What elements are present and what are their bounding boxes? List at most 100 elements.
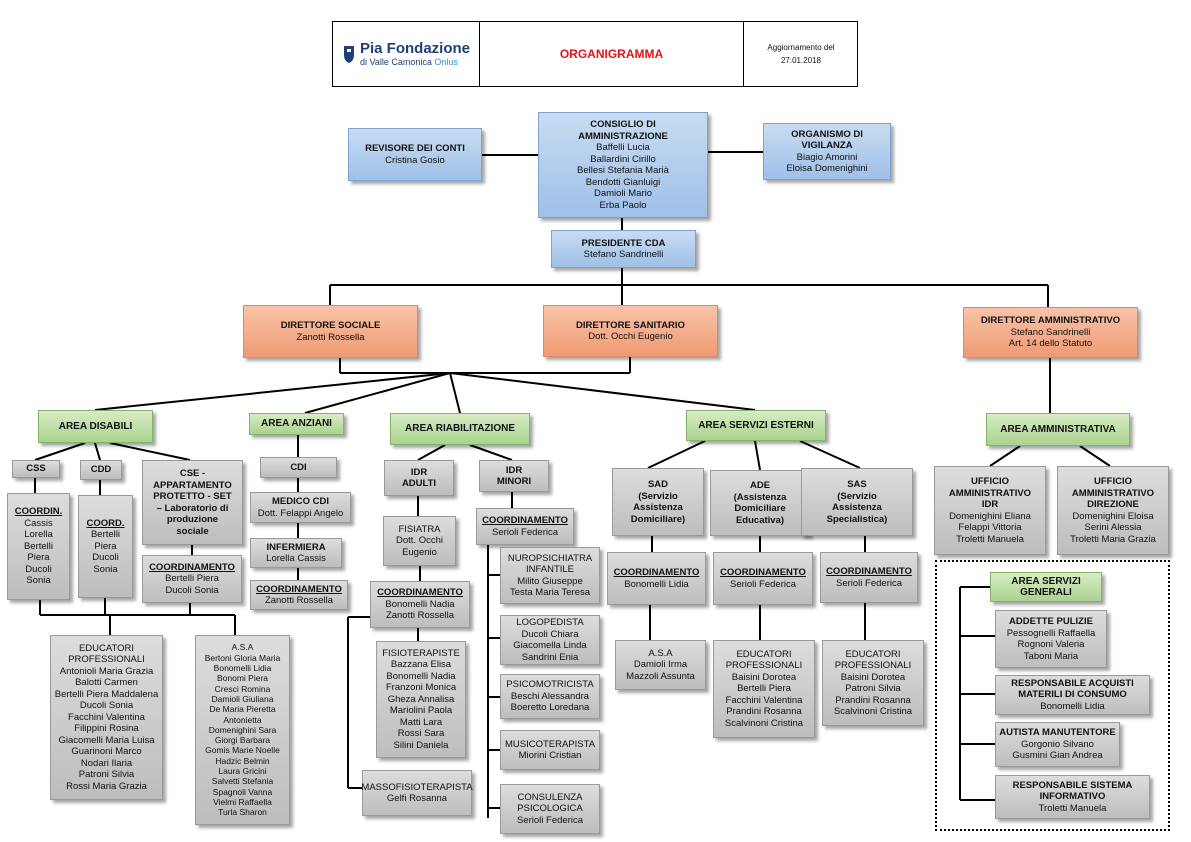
node-text: Serioli Federica [492,526,558,538]
node-text: Ballardini Cirillo [590,153,656,165]
node-text: CSE - [179,468,206,479]
node-text: AUTISTA MANUTENTORE [999,727,1116,739]
node-text: Ducoli Sonia [79,700,134,712]
node-text: CONSIGLIO DI [590,119,656,130]
update-date: 27.01.2018 [780,56,822,65]
cdi-node: CDI [260,457,337,478]
servizi-generali-container [935,560,1170,831]
node-text: Beschi Alessandra [510,690,590,702]
node-text: ORGANISMO DI [791,128,863,140]
node-text: EDUCATORI [78,642,135,654]
node-text: Gorgonio Silvano [1021,738,1094,750]
node-text: COORDINAMENTO [377,587,463,599]
node-text: MASSOFISIOTERAPISTA [361,781,473,793]
node-text: UFFICIO [971,476,1009,487]
cse-node: CSE - APPARTAMENTO PROTETTO - SET – Labo… [142,460,243,545]
node-text: Zanotti Rossella [296,331,365,343]
node-text: Ducoli Chiara [521,628,579,640]
header-box: Pia Fondazione di Valle Camonica Onlus O… [332,21,858,87]
node-text: Troletti Maria Grazia [1070,533,1156,545]
node-text: Educativa) [735,514,785,526]
node-text: Cresci Romina [214,683,271,694]
node-text: RESPONSABILE ACQUISTI [1011,677,1134,689]
node-text: EDUCATORI [736,648,792,660]
node-text: COORDIN. [14,506,63,518]
node-text: Bendotti Gianluigi [585,176,661,188]
crest-icon [343,46,354,63]
node-text: Bertelli [23,540,54,552]
node-text: Mazzoli Assunta [626,670,695,682]
node-text: A.S.A [648,647,673,659]
node-text: Serini Alessia [1084,522,1142,533]
idr-minori-node: IDR MINORI [479,460,549,492]
node-text: LOGOPEDISTA [516,617,584,628]
ade-educatori-node: EDUCATORI PROFESSIONALI Baisini Dorotea … [713,640,815,738]
node-text: COORDINAMENTO [826,566,912,577]
node-text: Bertelli [90,529,121,541]
node-text: Domiciliare [734,503,786,514]
sas-educatori-node: EDUCATORI PROFESSIONALI Baisini Dorotea … [822,640,924,726]
node-text: Ducoli [25,563,52,575]
node-text: Bonomelli Lidia [1040,700,1105,712]
node-text: PRESIDENTE CDA [581,237,666,249]
node-text: sociale [176,525,209,537]
ade-node: ADE (Assistenza Domiciliare Educativa) [710,470,810,536]
node-text: Scalvinoni Cristina [724,717,804,729]
node-text: AMMINISTRAZIONE [578,130,668,142]
node-text: Bonomelli Lidia [213,663,272,674]
massofisioterapista-node: MASSOFISIOTERAPISTA Gelfi Rosanna [361,770,473,816]
node-text: Domenighini Eliana [949,510,1031,522]
node-text: Assistenza [633,502,683,513]
node-text: Filippini Rosina [74,723,139,735]
node-text: Eugenio [402,546,437,558]
minori-coord-node: COORDINAMENTO Serioli Federica [476,508,574,545]
node-text: PROFESSIONALI [834,660,912,671]
node-text: RESPONSABILE SISTEMA [1012,779,1133,791]
node-text: Laura Gricini [218,766,267,777]
area-amministrativa-node: AREA AMMINISTRATIVA [986,413,1130,446]
node-text: Serioli Federica [730,578,796,590]
presidente-node: PRESIDENTE CDA Stefano Sandrinelli [551,230,696,268]
node-text: Patroni Silvia [845,683,901,694]
node-text: Troletti Manuela [1038,802,1107,814]
node-text: Damioli Giuliana [211,693,274,704]
educatori-disabili-node: EDUCATORI PROFESSIONALI Antonioli Maria … [50,635,163,800]
node-text: Matti Lara [399,716,443,728]
node-text: produzione [166,514,219,525]
title-cell: ORGANIGRAMMA [480,22,744,86]
neuropsichiatra-node: NUROPSICHIATRA INFANTILE Milito Giuseppe… [500,547,600,604]
revisore-node: REVISORE DEI CONTI Cristina Gosio [348,128,482,181]
node-text: Bonomelli Nadia [386,670,456,682]
node-text: Bonomelli Lidia [624,578,689,590]
node-text: Bazzana Elisa [390,659,452,671]
psicomotricista-node: PSICOMOTRICISTA Beschi Alessandra Boeret… [500,674,600,719]
area-servizi-generali-node: AREA SERVIZI GENERALI [990,572,1102,602]
node-text: FISIOTERAPISTE [382,647,460,659]
node-text: Piera [94,540,117,552]
node-text: Baisini Dorotea [840,671,906,683]
node-text: Zanotti Rossella [385,610,455,622]
node-text: DIRETTORE SANITARIO [576,319,685,331]
node-text: Prandini Rosanna [835,694,911,706]
node-text: SAS [847,479,867,490]
node-text: CSS [26,463,46,475]
node-text: Piera [27,552,50,564]
node-text: INFANTILE [525,564,575,575]
node-text: MUSICOTERAPISTA [504,738,596,750]
node-text: Dott. Occhi [396,535,443,547]
sad-node: SAD (Servizio Assistenza Domiciliare) [612,468,704,536]
node-text: REVISORE DEI CONTI [365,143,465,154]
node-text: Scalvinoni Cristina [833,706,913,717]
node-text: Nodari Ilaria [80,757,133,769]
sas-node: SAS (Servizio Assistenza Specialistica) [801,468,913,536]
anziani-coord-node: COORDINAMENTO Zanotti Rossella [250,580,348,610]
node-text: Stefano Sandrinelli [583,249,664,260]
node-text: Dott. Felappi Angelo [257,507,344,519]
ufficio-direzione-node: UFFICIO AMMINISTRATIVO DIREZIONE Domenig… [1057,466,1169,555]
fisiatra-node: FISIATRA Dott. Occhi Eugenio [383,516,456,566]
fisioterapiste-node: FISIOTERAPISTE Bazzana Elisa Bonomelli N… [376,641,466,758]
node-text: Facchini Valentina [68,711,145,723]
node-text: Erba Paolo [599,199,647,211]
cdd-node: CDD [80,460,122,480]
node-text: Damioli Mario [593,188,653,199]
